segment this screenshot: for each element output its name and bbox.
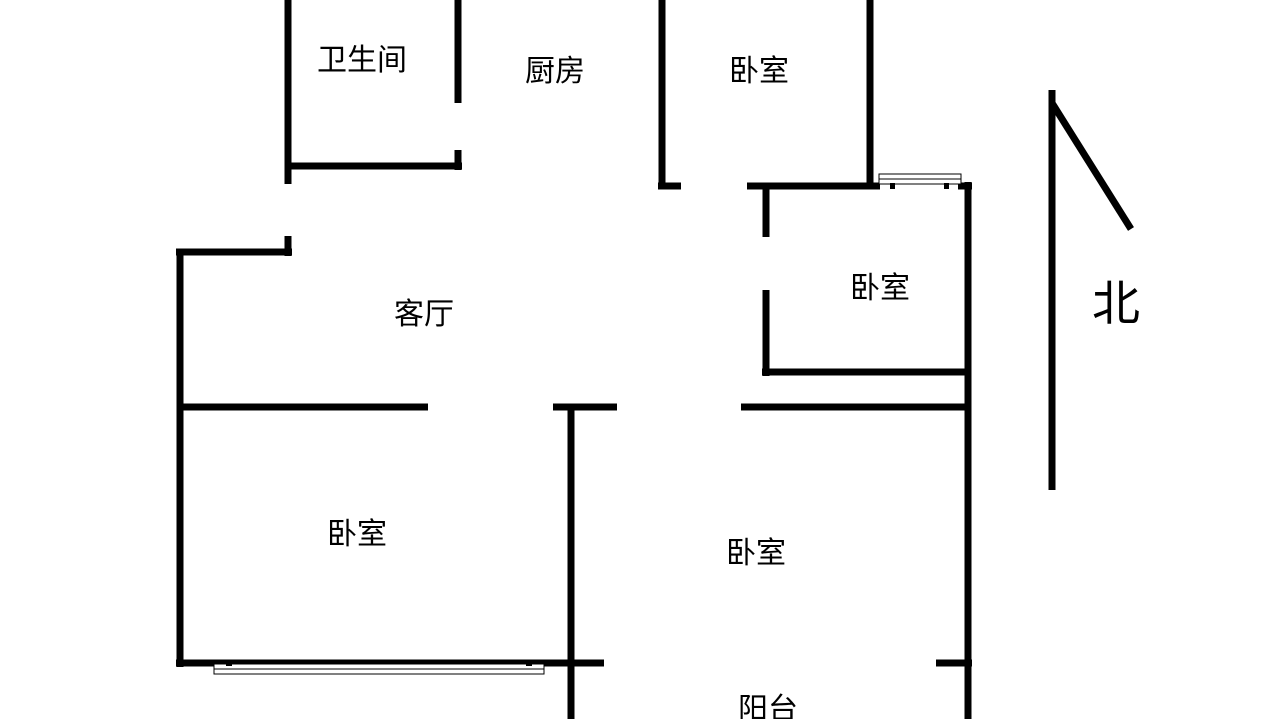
window-south (213, 660, 545, 675)
room-label-balcony: 阳台 (738, 692, 798, 719)
room-label-bathroom: 卫生间 (317, 43, 407, 78)
room-label-bedroom-southwest: 卧室 (327, 517, 387, 552)
north-arrow-icon (1048, 90, 1134, 490)
room-label-bedroom-east: 卧室 (850, 271, 910, 306)
room-label-bedroom-north: 卧室 (729, 54, 789, 89)
north-label: 北 (1092, 276, 1140, 332)
window-north (878, 173, 962, 189)
walls (176, 0, 972, 719)
room-label-living-room: 客厅 (394, 297, 454, 332)
room-label-bedroom-south: 卧室 (726, 536, 786, 571)
room-label-kitchen: 厨房 (525, 54, 585, 89)
